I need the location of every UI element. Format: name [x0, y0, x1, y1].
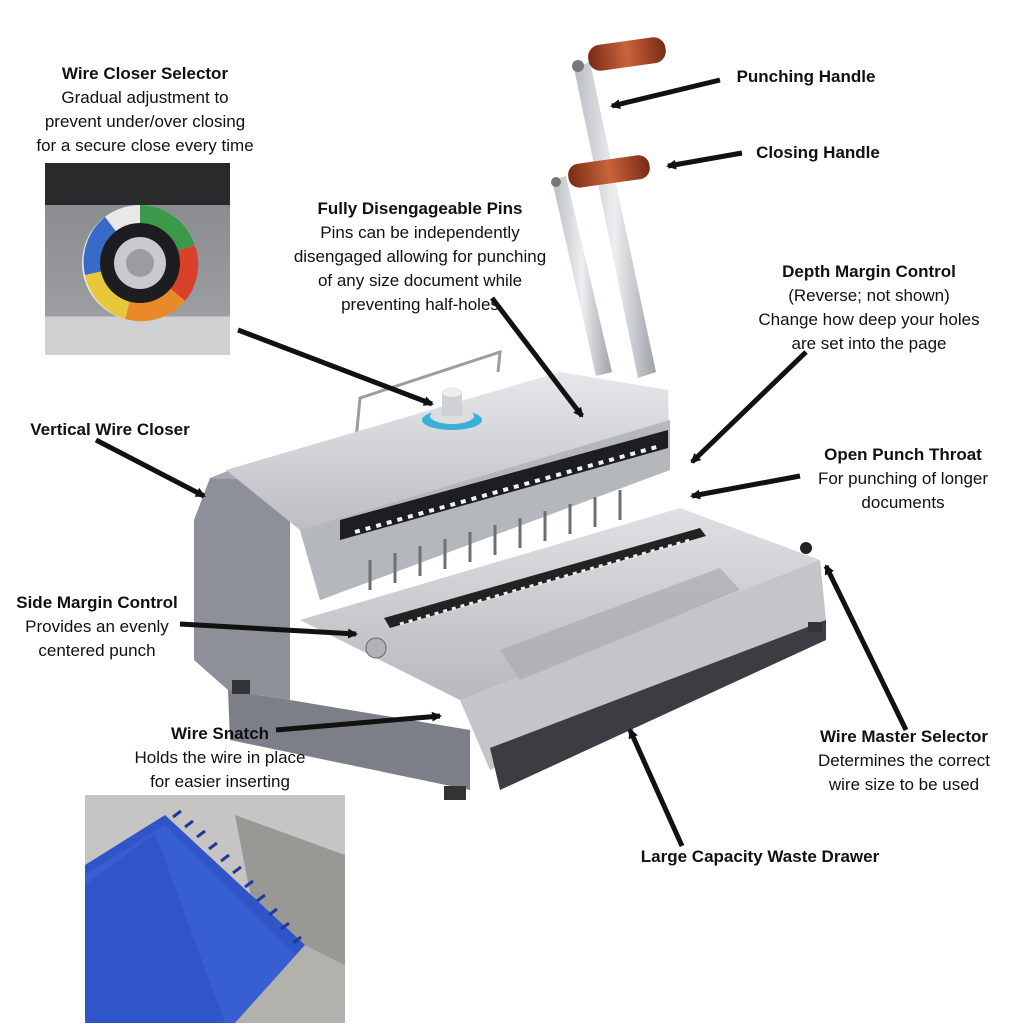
callout-desc: (Reverse; not shown) Change how deep you… [758, 286, 980, 353]
callout-desc: Provides an evenly centered punch [25, 617, 169, 660]
callout-vertical-wire-closer: Vertical Wire Closer [10, 418, 210, 442]
closing-handle-shape [551, 155, 650, 376]
callout-title: Wire Master Selector [819, 727, 989, 746]
wire-binding-book-photo [85, 795, 345, 1023]
callout-disengageable-pins: Fully Disengageable Pins Pins can be ind… [270, 197, 570, 317]
punch-head [226, 372, 670, 600]
callout-desc: Determines the correct wire size to be u… [818, 751, 990, 794]
callout-title: Large Capacity Waste Drawer [640, 847, 880, 866]
callout-title: Wire Snatch [170, 724, 270, 743]
callout-side-margin: Side Margin Control Provides an evenly c… [2, 591, 192, 663]
callout-depth-margin: Depth Margin Control (Reverse; not shown… [730, 260, 1008, 356]
callout-desc: For punching of longer documents [817, 469, 989, 512]
callout-wire-closer-selector: Wire Closer Selector Gradual adjustment … [10, 62, 280, 158]
callout-title: Punching Handle [736, 67, 876, 86]
callout-open-punch-throat: Open Punch Throat For punching of longer… [796, 443, 1010, 515]
punching-handle-shape [572, 37, 666, 378]
callout-title: Depth Margin Control [782, 262, 956, 281]
callout-title: Vertical Wire Closer [30, 420, 190, 439]
callout-desc: Gradual adjustment to prevent under/over… [36, 88, 254, 155]
callout-wire-master: Wire Master Selector Determines the corr… [800, 725, 1008, 797]
callout-closing-handle: Closing Handle [718, 141, 918, 165]
callout-title: Open Punch Throat [824, 445, 982, 464]
base-tray [300, 508, 826, 800]
wire-closer-dial-photo [45, 163, 230, 355]
callout-wire-snatch: Wire Snatch Holds the wire in place for … [110, 722, 330, 794]
callout-punching-handle: Punching Handle [706, 65, 906, 89]
callout-title: Fully Disengageable Pins [317, 199, 523, 218]
callout-desc: Pins can be independently disengaged all… [293, 223, 547, 314]
callout-waste-drawer: Large Capacity Waste Drawer [610, 845, 910, 869]
callout-title: Side Margin Control [16, 593, 178, 612]
callout-title: Wire Closer Selector [61, 64, 229, 83]
callout-title: Closing Handle [756, 143, 880, 162]
callout-desc: Holds the wire in place for easier inser… [134, 748, 306, 791]
closer-dial-knob [422, 387, 482, 430]
